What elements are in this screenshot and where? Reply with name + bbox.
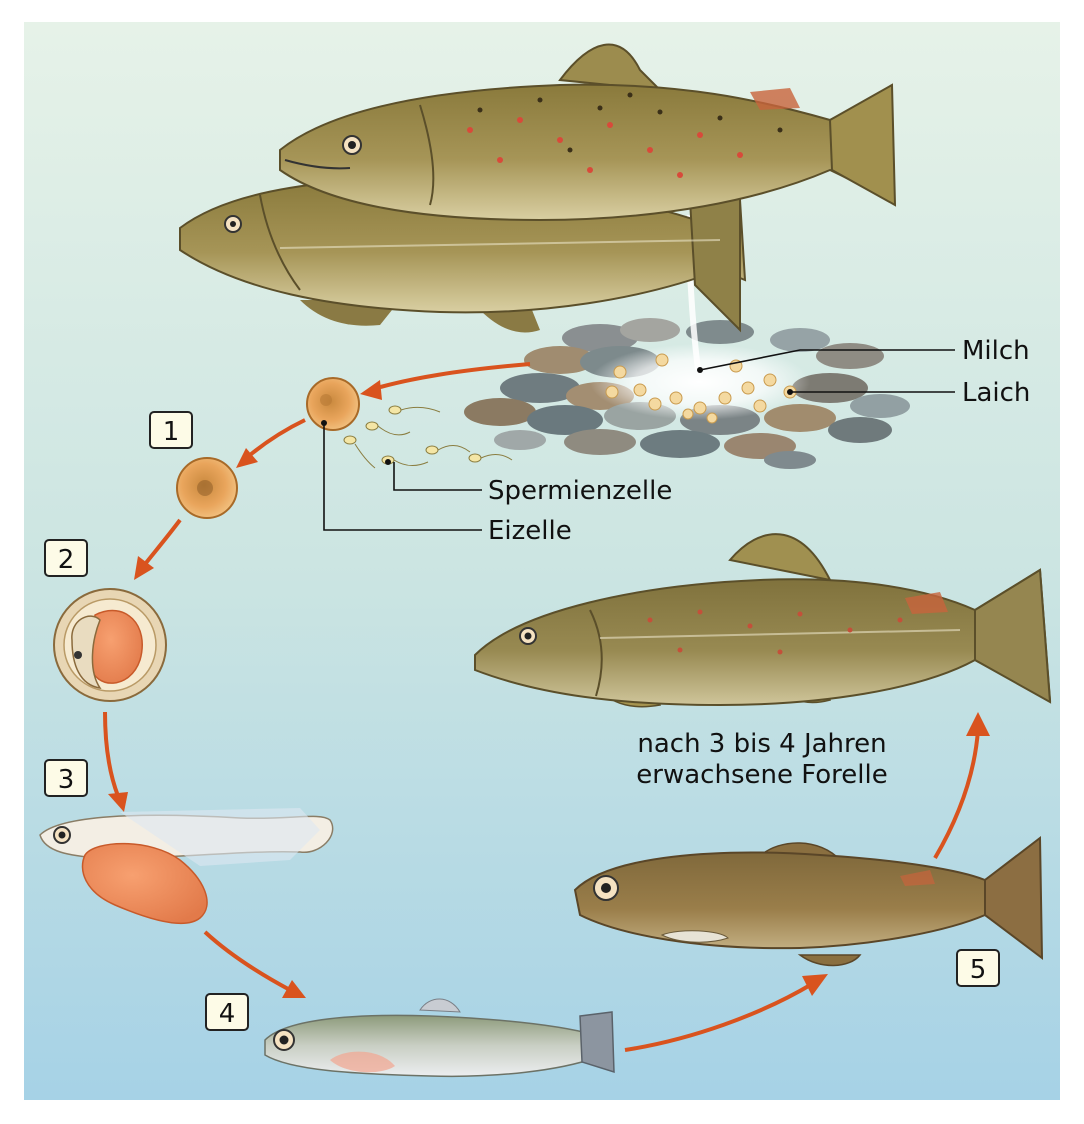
label-spermienzelle: Spermienzelle <box>488 476 672 506</box>
stage-1-badge: 1 <box>149 411 193 449</box>
arrow-stage3-to-stage4 <box>203 930 291 992</box>
leader-eizelle <box>321 420 482 531</box>
arrow-stage2-to-stage3 <box>103 711 120 797</box>
arrow-stage5-to-adult <box>933 729 980 860</box>
stage-3-number: 3 <box>58 765 75 795</box>
juvenile-trout <box>573 836 1044 967</box>
label-milch: Milch <box>962 336 1030 366</box>
stage-2-badge: 2 <box>44 539 88 577</box>
label-adult-line1: nach 3 bis 4 Jahren <box>637 729 886 759</box>
stage-5-number: 5 <box>970 955 987 985</box>
arrowhead-stage2-to-stage3 <box>108 792 128 812</box>
label-laich: Laich <box>962 378 1030 408</box>
stage-5-badge: 5 <box>956 949 1000 987</box>
leader-spermienzelle <box>385 459 482 491</box>
arrow-stage4-to-stage5 <box>624 982 814 1052</box>
arrow-roe-to-egg <box>369 362 531 392</box>
alevin-with-yolk-sac <box>39 808 334 925</box>
stage-2-number: 2 <box>58 545 75 575</box>
fry-trout <box>264 998 615 1078</box>
arrowhead-egg-to-stage1 <box>236 448 258 468</box>
arrowhead-stage1-to-stage2 <box>134 556 154 580</box>
roe-cluster <box>590 344 810 424</box>
label-adult-line2: erwachsene Forelle <box>636 760 887 790</box>
stage-4-badge: 4 <box>205 993 249 1031</box>
arrowhead-stage4-to-stage5 <box>802 974 828 996</box>
arrowhead-stage5-to-adult <box>966 712 990 736</box>
egg-cell <box>306 377 360 431</box>
stage-1-number: 1 <box>163 417 180 447</box>
label-eizelle: Eizelle <box>488 516 572 546</box>
arrowhead-stage3-to-stage4 <box>282 980 306 998</box>
adult-trout-male <box>279 43 897 222</box>
stage-4-number: 4 <box>219 999 236 1029</box>
adult-trout <box>474 533 1052 708</box>
arrowhead-roe-to-egg <box>360 380 382 400</box>
embryo-in-egg <box>53 588 167 702</box>
fertilized-egg <box>176 457 238 519</box>
leader-milch <box>697 349 955 373</box>
stage-3-badge: 3 <box>44 759 88 797</box>
leader-laich <box>787 389 955 395</box>
